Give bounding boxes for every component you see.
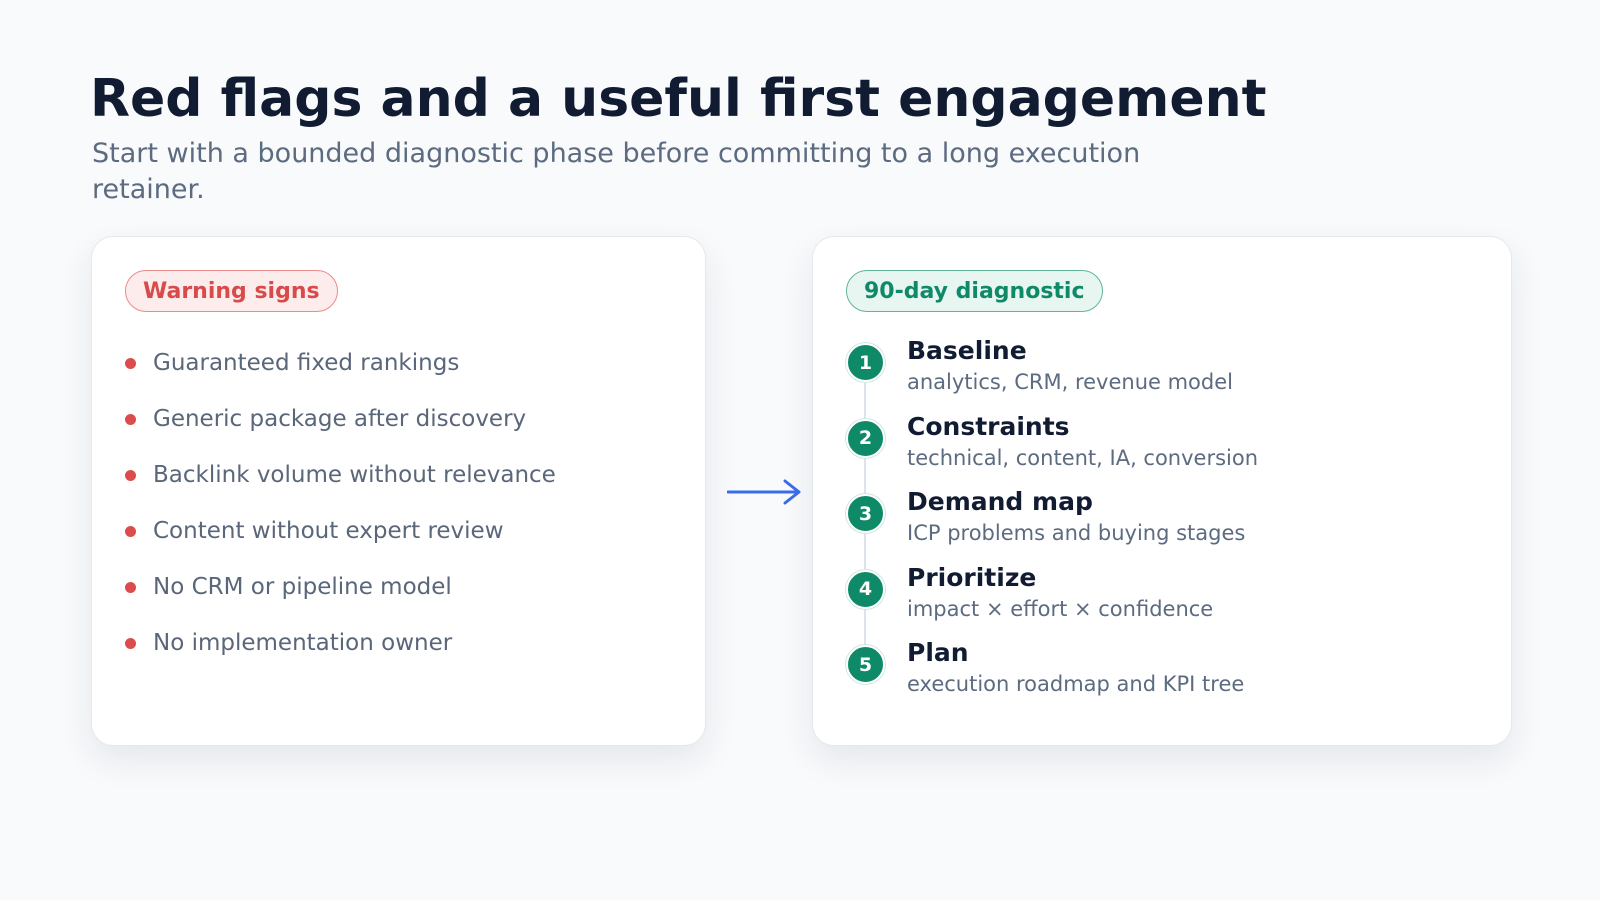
- diagnostic-steps: 1 Baseline analytics, CRM, revenue model…: [846, 336, 1486, 721]
- step-title: Constraints: [907, 411, 1070, 441]
- warning-signs-list: Guaranteed fixed rankings Generic packag…: [125, 335, 556, 671]
- list-item-text: Guaranteed fixed rankings: [153, 350, 460, 376]
- red-bullet-icon: [125, 469, 136, 481]
- step-description: analytics, CRM, revenue model: [907, 370, 1233, 394]
- list-item: Backlink volume without relevance: [125, 447, 556, 503]
- page-title: Red flags and a useful first engagement: [90, 69, 1267, 129]
- step-description: technical, content, IA, conversion: [907, 445, 1259, 470]
- step-title: Demand map: [907, 487, 1093, 516]
- list-item: No CRM or pipeline model: [125, 559, 556, 615]
- step-number-badge: 2: [846, 418, 885, 458]
- red-bullet-icon: [125, 357, 136, 369]
- list-item-text: No implementation owner: [153, 630, 453, 656]
- diagnostic-badge: 90-day diagnostic: [846, 270, 1103, 312]
- step-title: Prioritize: [907, 562, 1037, 592]
- step-description: impact × effort × confidence: [907, 596, 1214, 621]
- page-subtitle: Start with a bounded diagnostic phase be…: [92, 138, 1141, 205]
- list-item: No implementation owner: [125, 615, 556, 671]
- list-item-text: No CRM or pipeline model: [153, 574, 452, 600]
- step-constraints: 2 Constraints technical, content, IA, co…: [846, 412, 1486, 495]
- warning-signs-badge: Warning signs: [125, 270, 338, 312]
- red-bullet-icon: [125, 637, 136, 649]
- list-item: Content without expert review: [125, 503, 556, 559]
- diagnostic-card: 90-day diagnostic 1 Baseline analytics, …: [812, 236, 1512, 746]
- warning-signs-card: Warning signs Guaranteed fixed rankings …: [91, 236, 706, 746]
- step-prioritize: 4 Prioritize impact × effort × confidenc…: [846, 563, 1486, 646]
- arrow-right-icon: [727, 479, 801, 505]
- step-title: Baseline: [907, 336, 1027, 365]
- list-item-text: Generic package after discovery: [153, 406, 527, 432]
- step-number-badge: 4: [846, 569, 885, 609]
- step-description: execution roadmap and KPI tree: [907, 672, 1245, 696]
- step-number-badge: 1: [846, 343, 885, 382]
- step-number-badge: 3: [846, 494, 885, 533]
- step-description: ICP problems and buying stages: [907, 521, 1246, 545]
- red-bullet-icon: [125, 525, 136, 537]
- step-plan: 5 Plan execution roadmap and KPI tree: [846, 638, 1486, 721]
- step-baseline: 1 Baseline analytics, CRM, revenue model: [846, 336, 1486, 419]
- list-item-text: Content without expert review: [153, 518, 504, 544]
- step-demand-map: 3 Demand map ICP problems and buying sta…: [846, 487, 1486, 570]
- step-title: Plan: [907, 638, 969, 667]
- list-item-text: Backlink volume without relevance: [153, 462, 556, 488]
- list-item: Guaranteed fixed rankings: [125, 335, 556, 391]
- red-bullet-icon: [125, 581, 136, 593]
- red-bullet-icon: [125, 413, 136, 425]
- step-number-badge: 5: [846, 645, 885, 684]
- list-item: Generic package after discovery: [125, 391, 556, 447]
